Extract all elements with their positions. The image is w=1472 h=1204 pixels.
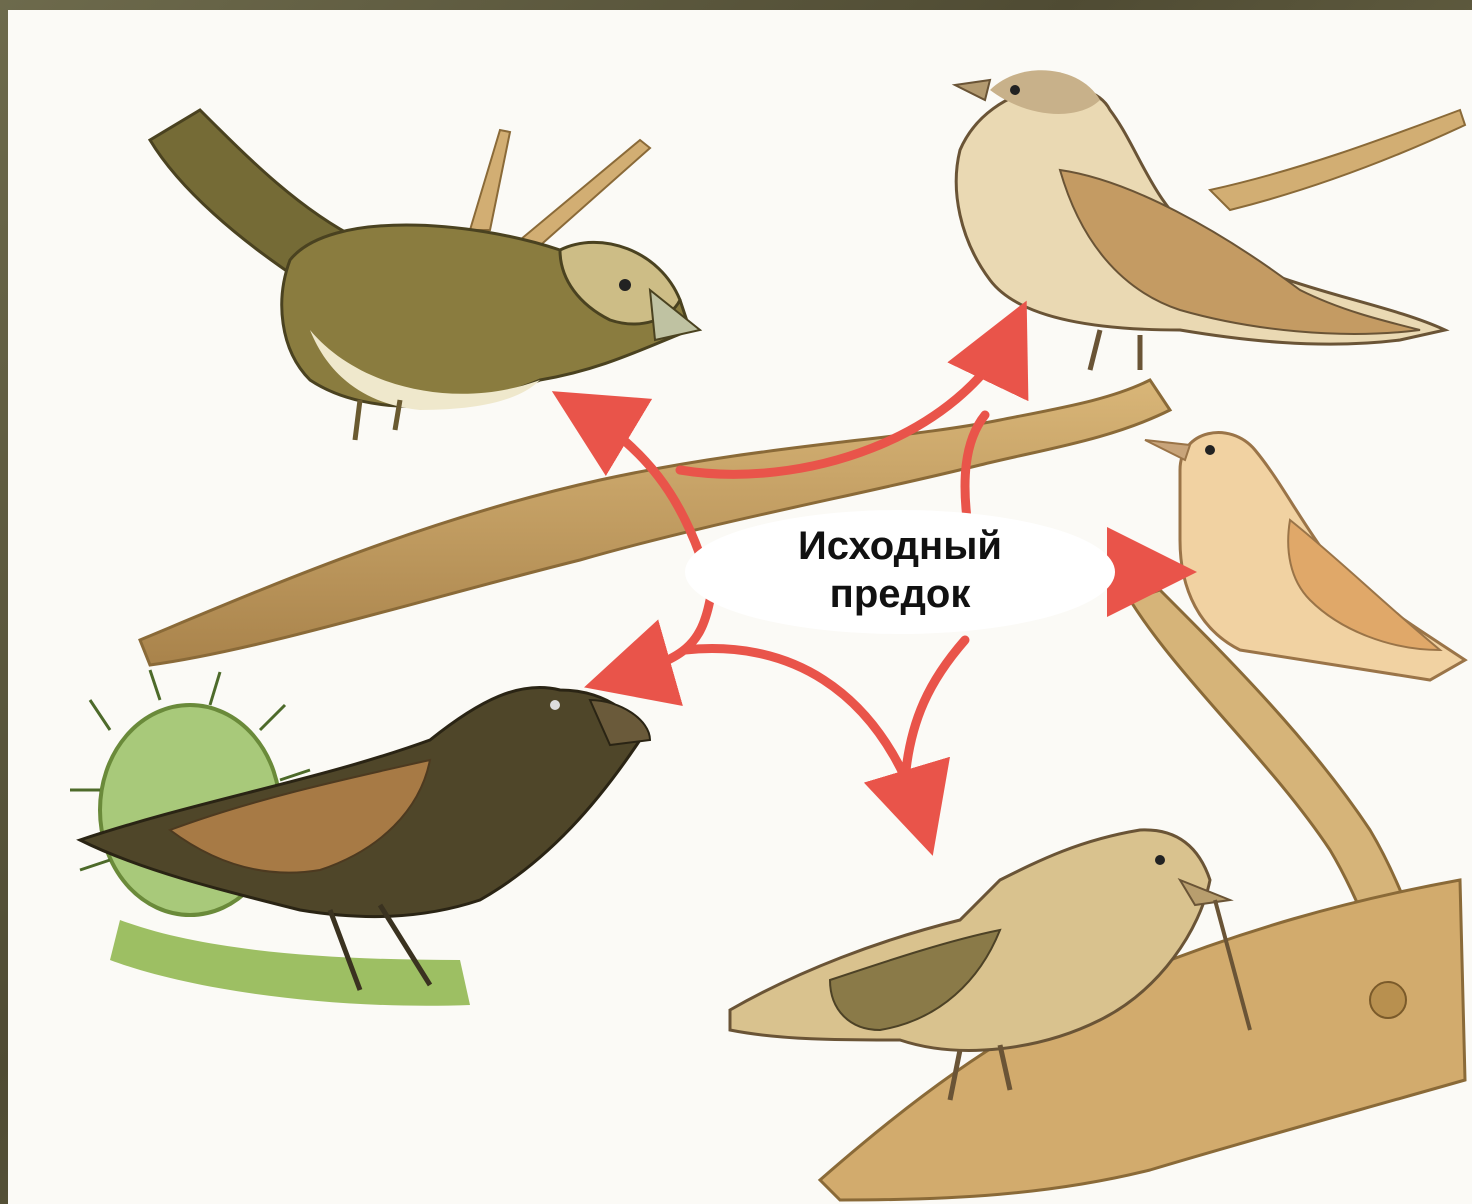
upper-left-twig <box>470 130 650 250</box>
arrow-to-bottom-right-bird <box>685 649 925 830</box>
ancestor-label-line-2: предок <box>830 570 971 618</box>
arrow-branch-bottom-right <box>905 640 965 780</box>
ancestor-label-line-1: Исходный <box>798 522 1002 570</box>
arrow-to-bottom-left-bird <box>610 600 710 680</box>
upper-right-twig <box>1210 110 1465 210</box>
ancestor-label: Исходный предок <box>700 520 1100 620</box>
bottom-right-hole <box>1370 982 1406 1018</box>
finch-icon-top-right <box>955 70 1445 370</box>
